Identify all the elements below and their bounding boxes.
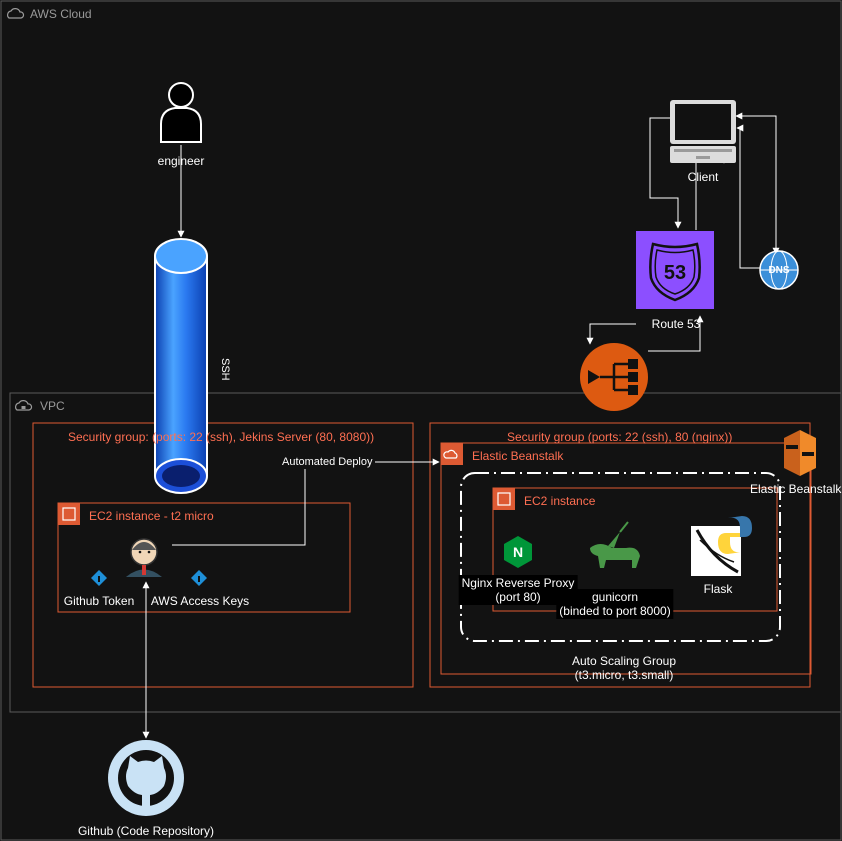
route53-badge: 53 — [663, 262, 687, 284]
aws-cloud-label: AWS Cloud — [30, 7, 92, 21]
github-label: Github (Code Repository) — [77, 824, 215, 838]
key-diamond-icon — [191, 570, 207, 586]
edge-client-dns — [735, 112, 780, 255]
ec2-instance-left — [57, 502, 351, 613]
ec2-chip-icon — [58, 503, 80, 525]
flask-label: Flask — [703, 582, 733, 596]
key-diamond-icon — [91, 570, 107, 586]
edge-route53-to-lb — [586, 323, 636, 345]
elastic-beanstalk-icon-label: Elastic Beanstalk — [750, 482, 842, 496]
edge-client-to-route53 — [649, 117, 682, 229]
edge-lb-to-route53 — [648, 315, 704, 352]
unicorn-icon — [590, 521, 640, 568]
ec2-instance-right-label: EC2 instance — [524, 494, 596, 508]
user-icon — [160, 82, 202, 143]
gunicorn-label: gunicorn (binded to port 8000) — [556, 589, 674, 619]
elastic-beanstalk-group-icon — [441, 443, 463, 465]
security-group-left-label: Security group: (ports: 22 (ssh), Jekins… — [68, 430, 375, 444]
ec2-chip-icon — [493, 488, 515, 510]
elastic-beanstalk-group — [440, 442, 812, 675]
edge-dns-to-client — [736, 124, 760, 269]
ssh-label: SSH — [219, 358, 231, 381]
route53-shield-icon — [636, 231, 714, 309]
auto-scaling-group-label: Auto Scaling Group (t3.micro, t3.small) — [571, 654, 677, 682]
elastic-load-balancer-icon — [580, 343, 648, 411]
github-octocat-icon — [108, 740, 184, 816]
cloud-lock-icon — [15, 400, 33, 411]
automated-deploy-label: Automated Deploy — [280, 455, 375, 469]
client-label: Client — [687, 170, 719, 184]
dns-badge: DNS — [768, 265, 790, 276]
engineer-label: engineer — [157, 154, 205, 168]
aws-access-keys-label: AWS Access Keys — [150, 594, 250, 608]
laptop-icon — [670, 100, 736, 163]
jenkins-icon — [126, 538, 162, 577]
security-group-right-label: Security group (ports: 22 (ssh), 80 (ngi… — [507, 430, 733, 444]
elastic-beanstalk-group-label: Elastic Beanstalk — [472, 449, 564, 463]
flask-python-icon — [691, 516, 752, 576]
vpc-label: VPC — [40, 399, 65, 413]
dns-globe-icon — [759, 250, 799, 290]
ec2-instance-left-label: EC2 instance - t2 micro — [89, 509, 214, 523]
elastic-beanstalk-icon — [784, 430, 816, 476]
route53-label: Route 53 — [651, 317, 701, 331]
cloud-icon — [7, 8, 25, 19]
nginx-badge: N — [512, 544, 524, 560]
ssh-tube-icon — [154, 238, 208, 494]
security-group-left — [32, 422, 414, 688]
nginx-icon — [504, 536, 532, 568]
vpc-group — [9, 392, 842, 713]
security-group-right — [429, 422, 811, 688]
github-token-label: Github Token — [63, 594, 135, 608]
